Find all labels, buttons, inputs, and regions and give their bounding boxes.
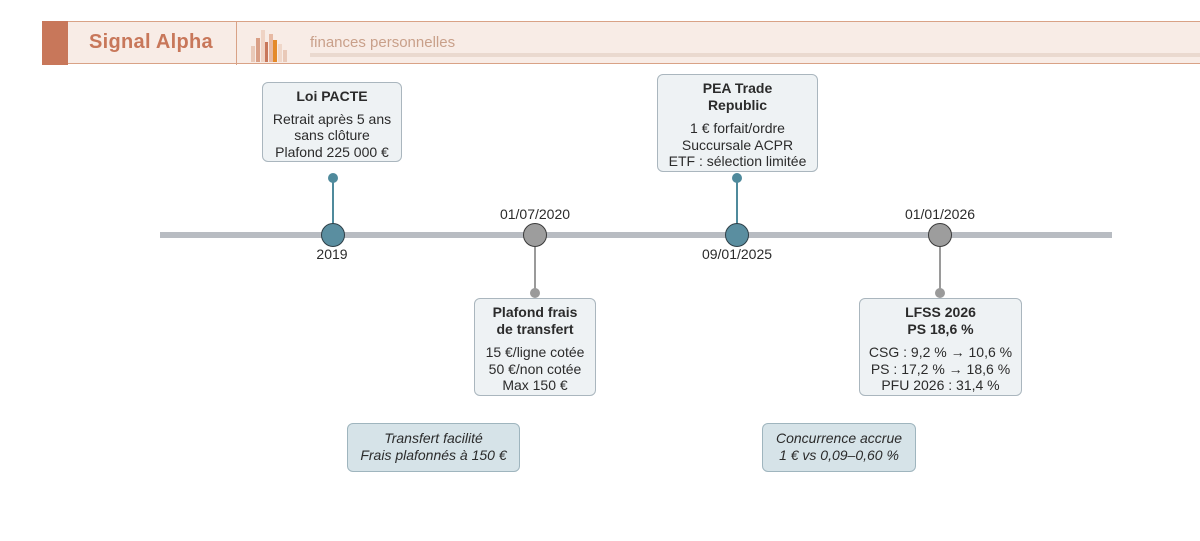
connector-dot [732, 173, 742, 183]
timeline-node-2019 [321, 223, 345, 247]
note-line: 1 € vs 0,09–0,60 % [779, 447, 899, 463]
event-card-pea-trade-republic: PEA Trade Republic 1 € forfait/ordre Suc… [657, 74, 818, 172]
note-line: Concurrence accrue [775, 430, 903, 446]
event-title: Loi PACTE [296, 88, 368, 104]
note-concurrence: Concurrence accrue 1 € vs 0,09–0,60 % [762, 423, 916, 472]
event-title-line: de transfert [496, 320, 574, 337]
connector-stem [736, 180, 738, 224]
header-bar: Signal Alpha finances personnelles [42, 21, 1200, 65]
event-date: 2019 [316, 246, 348, 262]
note-line: Transfert facilité [384, 430, 483, 446]
connector-stem [332, 180, 334, 224]
event-title: LFSS 2026 PS 18,6 % [866, 304, 1015, 337]
event-date: 01/07/2020 [499, 206, 571, 222]
timeline-node-2025 [725, 223, 749, 247]
event-title-line: PEA Trade [702, 80, 773, 96]
timeline-node-2026 [928, 223, 952, 247]
event-detail: 15 €/ligne cotée [485, 344, 585, 360]
connector-stem [534, 247, 536, 289]
event-detail: Succursale ACPR [681, 136, 794, 153]
event-detail: 1 € forfait/ordre [690, 120, 785, 136]
event-title-line: LFSS 2026 [905, 304, 976, 320]
brand-swatch [42, 21, 68, 65]
event-card-loi-pacte: Loi PACTE Retrait après 5 ans sans clôtu… [262, 82, 402, 162]
event-card-plafond-frais: Plafond frais de transfert 15 €/ligne co… [474, 298, 596, 396]
event-detail: PS : 17,2 % → 18,6 % [870, 360, 1011, 377]
event-card-lfss-2026: LFSS 2026 PS 18,6 % CSG : 9,2 % → 10,6 %… [859, 298, 1022, 396]
event-detail: ETF : sélection limitée [668, 153, 807, 169]
connector-dot [530, 288, 540, 298]
header-rule [310, 53, 1200, 57]
event-detail: Max 150 € [502, 377, 568, 393]
timeline-axis [160, 232, 1112, 238]
event-title: PEA Trade Republic [664, 80, 811, 113]
timeline-node-2020 [523, 223, 547, 247]
brand-name: Signal Alpha [89, 31, 213, 53]
event-date: 09/01/2025 [701, 246, 773, 262]
connector-dot [328, 173, 338, 183]
event-detail: CSG : 9,2 % → 10,6 % [868, 344, 1013, 360]
tagline: finances personnelles [310, 34, 456, 51]
event-title-line: Plafond frais [492, 304, 578, 320]
note-transfert: Transfert facilité Frais plafonnés à 150… [347, 423, 520, 472]
event-detail: 50 €/non cotée [488, 360, 582, 377]
event-title-line: PS 18,6 % [907, 320, 974, 337]
event-title-line: Republic [707, 96, 768, 113]
event-date: 01/01/2026 [904, 206, 976, 222]
event-detail: Plafond 225 000 € [275, 143, 389, 160]
event-title: Plafond frais de transfert [481, 304, 589, 337]
event-detail: Retrait après 5 ans [272, 110, 392, 127]
event-detail: sans clôture [294, 127, 370, 143]
connector-dot [935, 288, 945, 298]
event-detail: PFU 2026 : 31,4 % [881, 377, 1000, 393]
note-line: Frais plafonnés à 150 € [360, 447, 507, 463]
connector-stem [939, 247, 941, 289]
header-divider [236, 21, 237, 65]
bar-chart-logo-icon [251, 30, 287, 62]
